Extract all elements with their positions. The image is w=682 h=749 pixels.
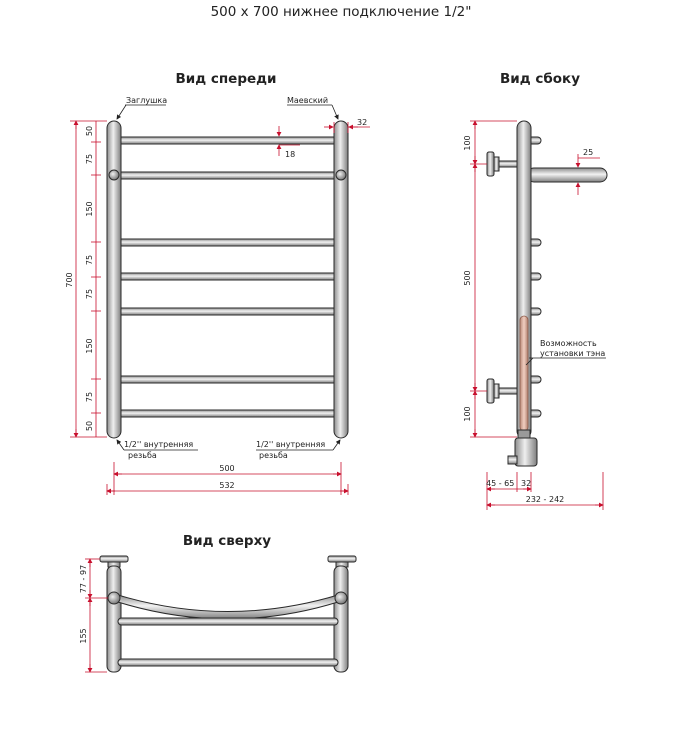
front-dim: 75 — [85, 392, 94, 402]
side-view-title: Вид сбоку — [500, 71, 580, 87]
top-dim-155: 155 — [79, 628, 88, 643]
wall-plate-right — [327, 555, 357, 563]
heater-label-line2: установки тэна — [540, 349, 605, 358]
left-upright — [106, 120, 122, 439]
dim-32 — [324, 122, 370, 133]
right-upright — [333, 120, 349, 439]
width-inner: 500 — [219, 464, 234, 473]
top-view-title: Вид сверху — [183, 533, 271, 549]
rung — [117, 171, 339, 180]
front-left-dims — [70, 120, 107, 438]
joint-ball — [108, 169, 120, 181]
heater-connector — [507, 429, 538, 467]
wall-plate-left — [99, 555, 129, 563]
front-total: 700 — [65, 272, 74, 287]
top-rung — [117, 617, 339, 626]
thread-right-line2: резьба — [259, 451, 288, 460]
front-dim: 75 — [85, 289, 94, 299]
depth-small: 32 — [521, 479, 531, 488]
depth-min: 45 - 65 — [486, 479, 514, 488]
top-dim-depth: 77 - 97 — [79, 565, 88, 593]
dim-25 — [575, 154, 600, 195]
thread-left-line1: 1/2'' внутренняя — [124, 440, 193, 449]
page-title: 500 x 700 нижнее подключение 1/2" — [210, 4, 472, 20]
top-curved-rung — [117, 594, 339, 620]
top-view: Вид сверху 77 - 97 155 — [79, 533, 357, 673]
top-rung — [117, 658, 339, 667]
top-left-dims — [85, 558, 108, 673]
front-dim: 150 — [85, 201, 94, 216]
dim-18 — [276, 126, 300, 156]
side-dim-top: 100 — [463, 135, 472, 150]
valve-label: Маевский — [287, 96, 328, 105]
side-dim-middle: 500 — [463, 270, 472, 285]
thread-left-line2: резьба — [128, 451, 157, 460]
joint-ball — [335, 169, 347, 181]
dim-32-text: 32 — [357, 118, 367, 127]
front-dim: 75 — [85, 154, 94, 164]
rung — [117, 375, 339, 384]
rung — [117, 307, 339, 316]
front-dim: 50 — [85, 126, 94, 136]
plug-label: Заглушка — [126, 96, 167, 105]
depth-total: 232 - 242 — [526, 495, 565, 504]
front-view: Вид спереди Заглушка Маевский — [65, 71, 370, 495]
front-dim: 50 — [85, 421, 94, 431]
side-long-tube — [526, 167, 608, 183]
side-dim-bottom: 100 — [463, 406, 472, 421]
front-dim: 75 — [85, 255, 94, 265]
dim-25-text: 25 — [583, 148, 593, 157]
joint-ball — [107, 591, 121, 605]
side-left-dims — [470, 120, 517, 438]
front-bottom-dims — [106, 462, 349, 495]
front-dim: 150 — [85, 338, 94, 353]
thread-right-line1: 1/2'' внутренняя — [256, 440, 325, 449]
heater-label-line1: Возможность — [540, 339, 597, 348]
heater-element — [519, 315, 529, 432]
width-outer: 532 — [219, 481, 234, 490]
front-rungs — [117, 136, 339, 418]
side-bottom-dims — [486, 472, 604, 510]
side-view: Вид сбоку — [463, 71, 608, 510]
dim-18-text: 18 — [285, 150, 295, 159]
joint-ball — [334, 591, 348, 605]
rung — [117, 409, 339, 418]
rung — [117, 272, 339, 281]
rung — [117, 136, 339, 145]
rung — [117, 238, 339, 247]
front-view-title: Вид спереди — [175, 71, 276, 87]
